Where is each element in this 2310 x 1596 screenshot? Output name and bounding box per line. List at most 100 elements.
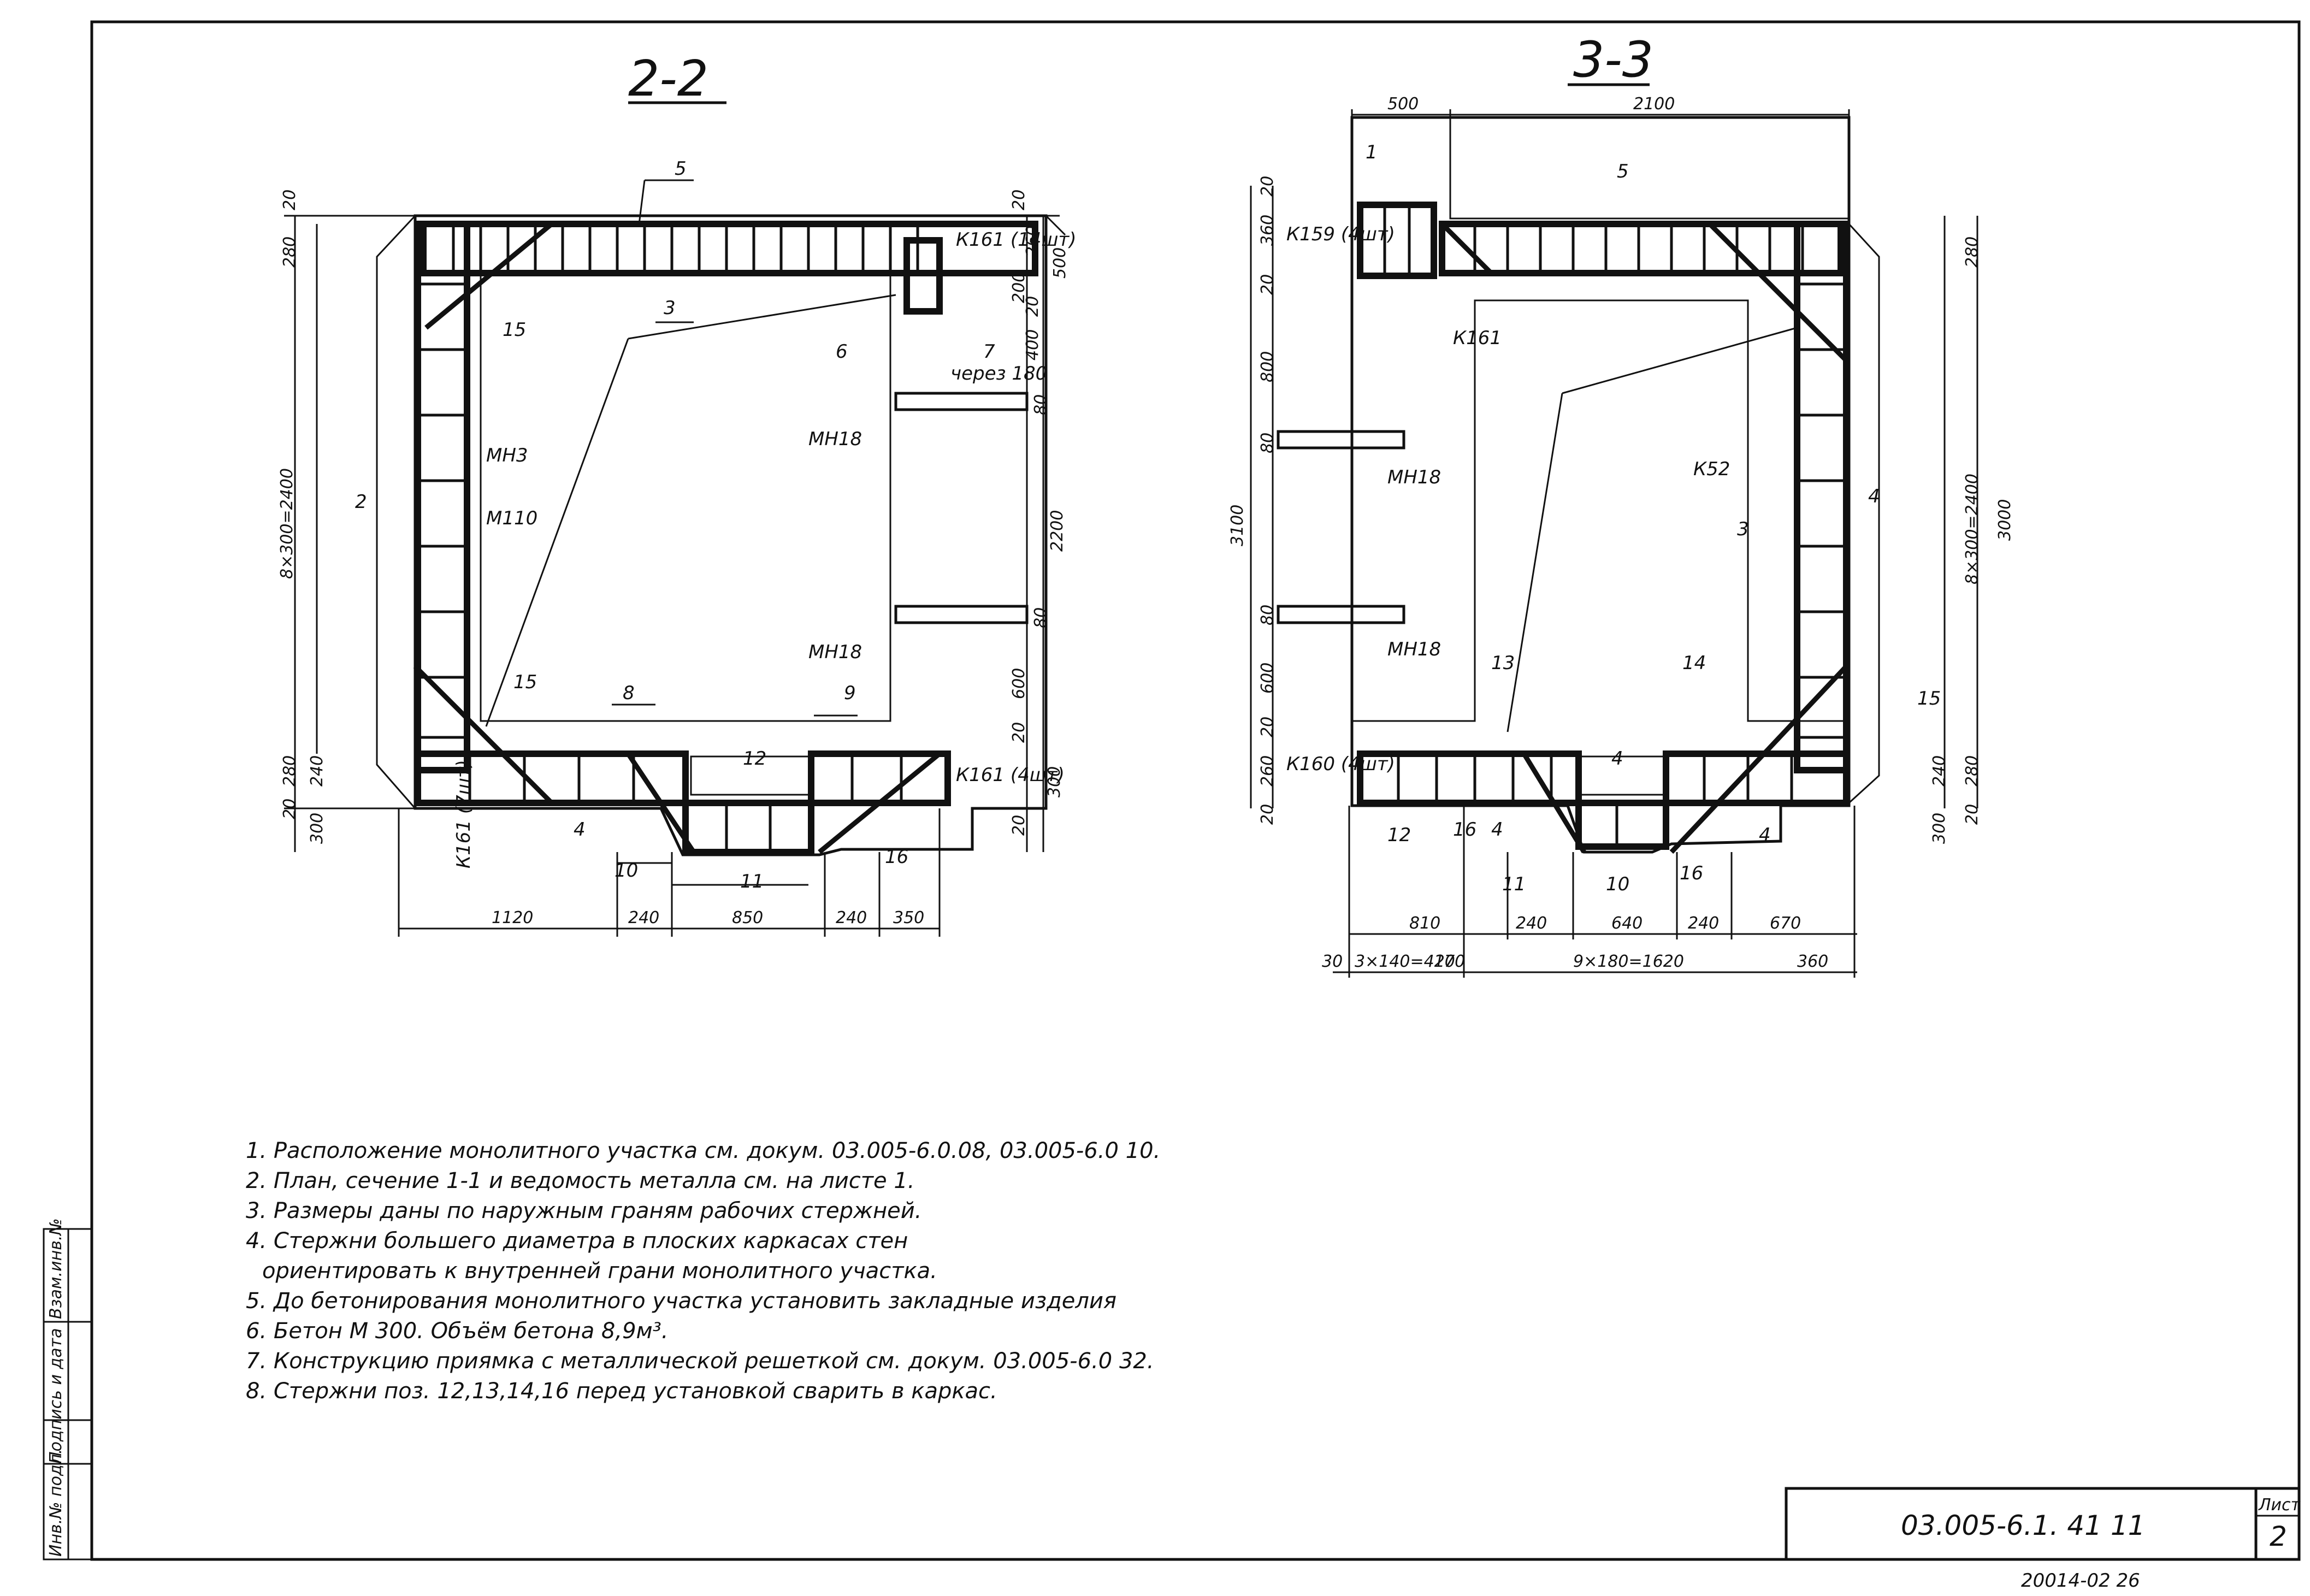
s33-label-13: 13 <box>1491 652 1515 674</box>
stamp-code: 03.005-6.1. 41 11 <box>1901 1510 2145 1541</box>
s33-label-k161: К161 <box>1453 327 1502 349</box>
s33-label-4c: 4 <box>1759 824 1771 846</box>
note-7: 7. Конструкцию приямка с металлической р… <box>246 1349 1154 1374</box>
sidebar-replace-label: Взам.инв.№ <box>46 1218 66 1319</box>
stamp-sheet-label: Лист <box>2258 1495 2301 1515</box>
s33-mark-k159: К159 (4шт) <box>1286 223 1395 245</box>
s22-label-9: 9 <box>844 682 856 704</box>
section-2-2: 2-2 <box>277 50 1077 937</box>
s33-label-mn18b: МН18 <box>1387 639 1441 660</box>
s22-dim-20-bot: 20 <box>280 799 299 819</box>
s33-dim-3100: 3100 <box>1228 505 1247 546</box>
s22-label-15b: 15 <box>513 671 537 693</box>
s33-label-mn18a: МН18 <box>1387 466 1441 488</box>
s33-dim-20d: 20 <box>1258 804 1277 825</box>
s33-dim-240: 240 <box>1930 755 1949 787</box>
s33-dim-810: 810 <box>1409 914 1440 933</box>
s33-dim-20c: 20 <box>1258 717 1277 737</box>
top-cage-stirrups <box>452 224 919 273</box>
s22-dim-350: 350 <box>893 908 924 927</box>
s33-dim-360: 360 <box>1258 215 1277 246</box>
s22-dim-20-r4: 20 <box>1009 815 1029 836</box>
s33-dim-20a: 20 <box>1258 176 1277 197</box>
sidebar-inv-label: Инв.№ подл. <box>46 1449 66 1557</box>
s33-label-14: 14 <box>1682 652 1706 674</box>
s33-dim-3000: 3000 <box>1995 499 2014 541</box>
note-2: 2. План, сечение 1-1 и ведомость металла… <box>246 1168 915 1193</box>
section-3-3: 3-3 <box>1228 31 2014 978</box>
s33-bottom-stirrups <box>1397 754 1793 847</box>
s22-dim-260: 260 <box>1023 226 1042 257</box>
s22-label-10: 10 <box>615 860 638 882</box>
s22-label-mn18b: МН18 <box>808 641 862 663</box>
stamp-bottom-code: 20014-02 26 <box>2021 1570 2140 1592</box>
s22-label-3: 3 <box>664 297 676 319</box>
s33-dim-240a: 240 <box>1516 914 1547 933</box>
s22-dim-280-bot: 280 <box>280 755 299 787</box>
s22-mark-through-180: через 180 <box>950 363 1047 385</box>
s33-label-5: 5 <box>1617 161 1629 182</box>
left-cage-stirrups <box>418 282 467 739</box>
s22-mark-k161-14: К161 (14шт) <box>956 229 1077 251</box>
s33-dim-800: 800 <box>1258 351 1277 382</box>
sheet-frame <box>43 20 2301 1561</box>
s22-dim-80a: 80 <box>1031 394 1050 415</box>
s22-label-4: 4 <box>574 819 586 841</box>
s22-dim-20-r3: 20 <box>1009 722 1029 743</box>
s22-label-6: 6 <box>836 341 848 363</box>
s33-dim-8x300: 8×300=2400 <box>1963 474 1982 584</box>
s22-label-5: 5 <box>675 158 687 180</box>
s33-dim-670: 670 <box>1770 914 1801 933</box>
s33-dim-20e: 20 <box>1963 804 1982 825</box>
s33-dim-280b: 280 <box>1963 755 1982 787</box>
s22-mark-k161-7: К161 (7шт) <box>453 760 475 868</box>
s22-mark-k161-4: К161 (4шт) <box>956 764 1065 786</box>
s33-label-16a: 16 <box>1453 819 1476 841</box>
note-4a: 4. Стержни большего диаметра в плоских к… <box>246 1228 908 1254</box>
s22-label-15a: 15 <box>503 319 526 341</box>
s22-dim-600: 600 <box>1009 668 1029 699</box>
stamp-sheet-number: 2 <box>2270 1521 2287 1552</box>
notes-block: 1. Расположение монолитного участка см. … <box>246 1138 1160 1404</box>
s33-dim-360b: 360 <box>1797 952 1828 971</box>
s22-dim-280-top: 280 <box>280 237 299 268</box>
s33-label-15: 15 <box>1917 688 1941 710</box>
s33-dim-500: 500 <box>1387 94 1419 114</box>
s22-dim-20-top: 20 <box>280 190 299 210</box>
note-5: 5. До бетонирования монолитного участка … <box>246 1288 1116 1314</box>
s22-label-mn3: МН3 <box>486 445 528 466</box>
note-1: 1. Расположение монолитного участка см. … <box>246 1138 1160 1163</box>
s22-label-7: 7 <box>983 341 995 363</box>
s33-label-k52: К52 <box>1693 458 1730 480</box>
s22-dim-20-r2: 20 <box>1023 296 1042 317</box>
s22-dim-240b: 240 <box>836 908 867 927</box>
s33-dim-9x180: 9×180=1620 <box>1573 952 1684 971</box>
s33-label-4: 4 <box>1868 486 1880 507</box>
s33-label-4b: 4 <box>1491 819 1503 841</box>
section-2-2-title: 2-2 <box>628 50 708 108</box>
s22-label-m110: М110 <box>486 507 537 529</box>
s33-dim-20b: 20 <box>1258 274 1277 295</box>
s22-dim-1120: 1120 <box>492 908 533 927</box>
note-4b: ориентировать к внутренней грани монолит… <box>262 1258 937 1284</box>
s33-dim-300: 300 <box>1930 813 1949 844</box>
s33-label-3: 3 <box>1737 518 1749 540</box>
s22-dim-20-r1: 20 <box>1009 190 1029 210</box>
s33-label-1: 1 <box>1366 141 1378 163</box>
s22-label-11: 11 <box>740 871 764 892</box>
s33-dim-600: 600 <box>1258 663 1277 694</box>
s22-dim-850: 850 <box>732 908 763 927</box>
s22-dim-200: 200 <box>1009 272 1029 303</box>
s22-dim-240a: 240 <box>628 908 659 927</box>
s22-label-16: 16 <box>885 846 908 868</box>
note-3: 3. Размеры даны по наружным граням рабоч… <box>246 1198 921 1223</box>
s33-dim-170: 170 <box>1434 952 1465 971</box>
s33-dim-240b: 240 <box>1688 914 1719 933</box>
sidebar-sign-label: Подпись и дата <box>46 1328 66 1464</box>
s33-label-12: 12 <box>1387 824 1411 846</box>
s33-dim-80a: 80 <box>1258 433 1277 453</box>
s33-label-16b: 16 <box>1680 862 1703 884</box>
s33-dim-280: 280 <box>1963 237 1982 268</box>
s22-dim-300-r: 300 <box>1045 766 1064 797</box>
